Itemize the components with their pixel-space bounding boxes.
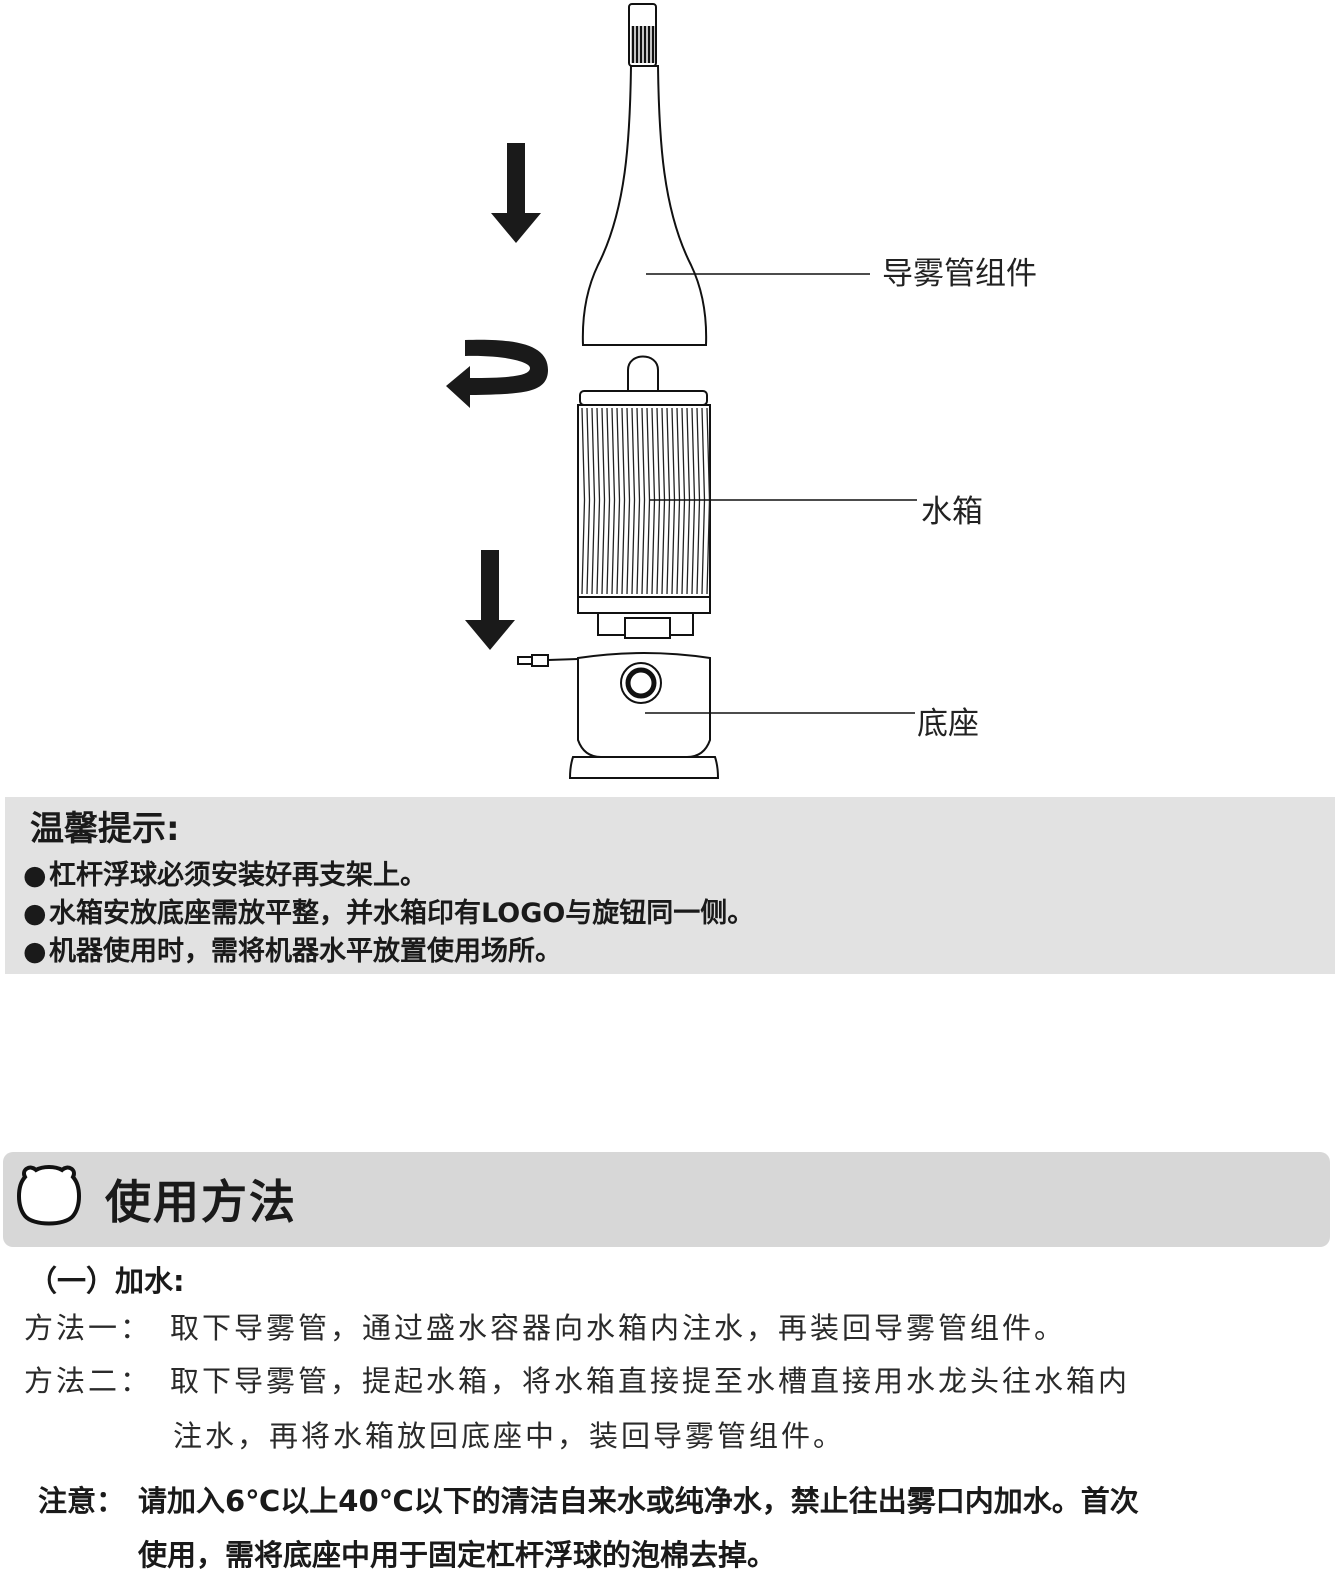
note-text-line1: 请加入6℃以上40℃以下的清洁自来水或纯净水，禁止往出雾口内加水。首次 (138, 1484, 1139, 1518)
method-two-text-line2: 注水，再将水箱放回底座中，装回导雾管组件。 (173, 1419, 846, 1453)
method-two-label: 方法二： (24, 1364, 153, 1398)
base-drawing (517, 652, 720, 779)
section-header: 使用方法 (3, 1152, 1330, 1247)
label-mist-nozzle: 导雾管组件 (882, 256, 1037, 292)
section-title: 使用方法 (105, 1175, 297, 1229)
rotate-arrow-icon (446, 339, 548, 408)
down-arrow-icon (465, 550, 515, 650)
tip-text: 杠杆浮球必须安装好再支架上。 (49, 860, 427, 891)
bullet-icon: ● (23, 898, 47, 929)
tip-text: 机器使用时，需将机器水平放置使用场所。 (49, 936, 562, 967)
tip-item: ●杠杆浮球必须安装好再支架上。 (23, 853, 427, 892)
method-two-text-line1: 取下导雾管，提起水箱，将水箱直接提至水槽直接用水龙头往水箱内 (170, 1364, 1131, 1398)
bear-head-icon (17, 1165, 81, 1226)
tips-title: 温馨提示: (30, 809, 180, 849)
note-label: 注意： (38, 1484, 126, 1518)
label-base: 底座 (917, 706, 979, 742)
down-arrow-icon (491, 143, 541, 243)
method-one-text: 取下导雾管，通过盛水容器向水箱内注水，再装回导雾管组件。 (170, 1311, 1067, 1345)
mist-nozzle-drawing (581, 3, 708, 346)
tip-item: ●机器使用时，需将机器水平放置使用场所。 (23, 929, 562, 968)
bullet-icon: ● (23, 936, 47, 967)
assembly-diagram (446, 3, 917, 779)
label-water-tank: 水箱 (921, 494, 983, 530)
note-text-line2: 使用，需将底座中用于固定杠杆浮球的泡棉去掉。 (138, 1538, 777, 1572)
bullet-icon: ● (23, 860, 47, 891)
method-one-label: 方法一： (24, 1311, 153, 1345)
tips-box: 温馨提示: ●杠杆浮球必须安装好再支架上。 ●水箱安放底座需放平整，并水箱印有L… (5, 797, 1335, 974)
tip-item: ●水箱安放底座需放平整，并水箱印有LOGO与旋钮同一侧。 (23, 891, 754, 930)
tip-text: 水箱安放底座需放平整，并水箱印有LOGO与旋钮同一侧。 (49, 898, 755, 929)
water-tank-drawing (577, 355, 711, 639)
sub-heading-filling: （一）加水: (28, 1264, 185, 1298)
